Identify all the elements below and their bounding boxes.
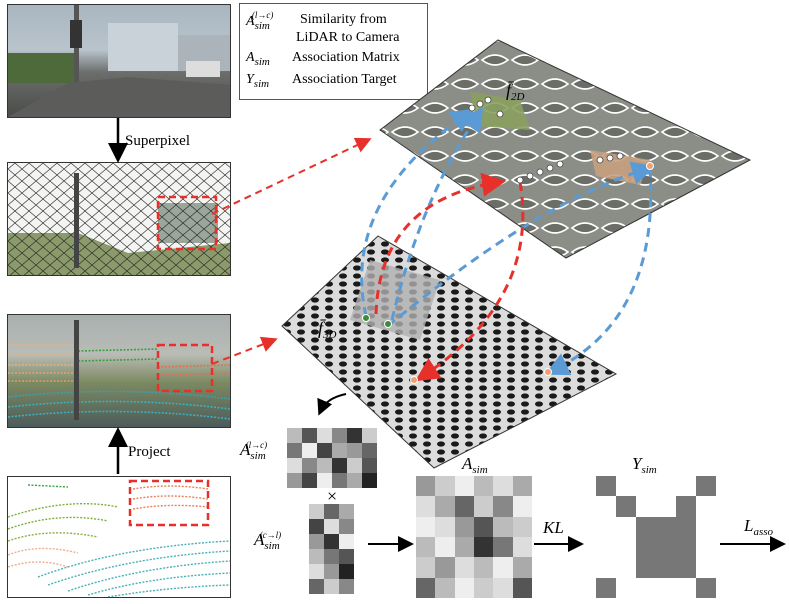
label-a-lc: Asim(l→c) [240,440,268,462]
f3d-label: f̄3D [318,318,337,341]
label-kl: KL [543,518,564,537]
label-lasso: Lasso [744,516,774,538]
superpixel-label: Superpixel [125,133,190,149]
legend: Asim(l→c) Similarity from LiDAR to Camer… [239,3,428,100]
orange-points [410,162,654,384]
matrix-asim [416,476,532,598]
legend-row-ysim: Ysim [246,72,270,90]
superpixel-image [7,162,231,276]
plane-2d [379,39,752,259]
matrix-cl [309,504,354,594]
legend-text-lc-2: LiDAR to Camera [296,30,400,45]
red-dashed-arrow-top [211,137,372,215]
projected-lidar-image [7,314,231,428]
legend-row-asim: Asim [246,50,270,68]
matrix-ysim [596,476,716,598]
label-ysim: Ysim [632,454,657,476]
curved-arrow [317,393,347,416]
matrix-lc [287,428,377,488]
red-dashed-arrow-mid [211,336,278,365]
f2d-label: f̄2D [506,80,525,103]
label-asim: Asim [462,454,488,476]
legend-text-ysim: Association Target [292,72,397,87]
legend-text-asim: Association Matrix [292,50,400,65]
legend-row-lc: Asim(l→c) [246,10,274,32]
camera-image [7,4,231,118]
green-points [362,314,392,328]
legend-text-lc-1: Similarity from [300,12,387,27]
times-symbol: × [327,486,338,506]
label-a-cl: Asim(c→l) [254,530,282,552]
project-label: Project [128,444,171,460]
lidar-point-cloud [7,476,231,598]
